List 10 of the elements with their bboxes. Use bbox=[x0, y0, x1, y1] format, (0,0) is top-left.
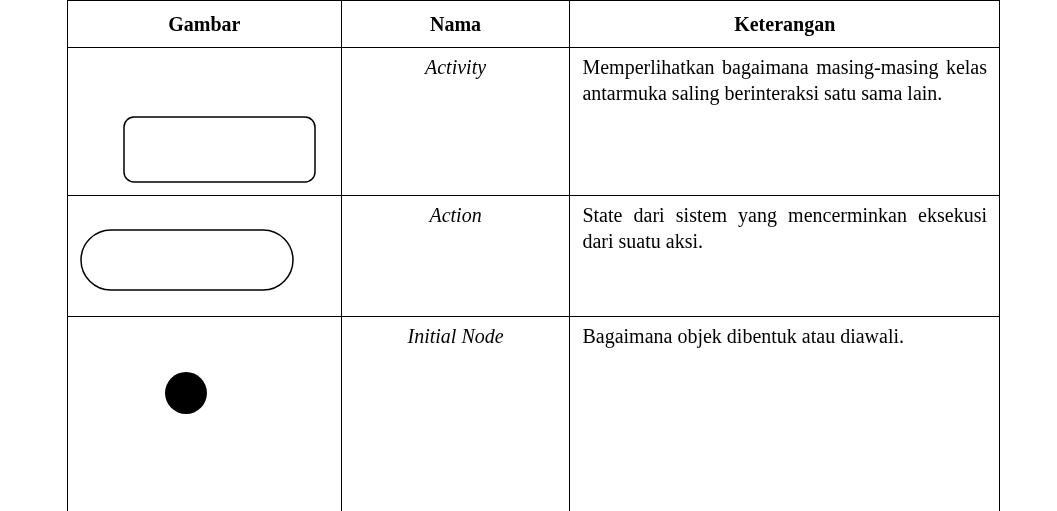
symbol-name: Action bbox=[341, 195, 570, 317]
activity-symbol bbox=[123, 116, 316, 183]
column-header: Keterangan bbox=[569, 0, 1000, 48]
description-text: Memperlihatkan bagaimana masing-masing kelas antarmuka saling berinteraksi satu sama lain. bbox=[569, 47, 1000, 196]
column-header: Gambar bbox=[67, 0, 342, 48]
action-symbol bbox=[80, 229, 294, 291]
symbol-name: Activity bbox=[341, 47, 570, 196]
initial-node-symbol bbox=[165, 372, 207, 414]
description-text: State dari sistem yang mencerminkan eksekusi dari suatu aksi. bbox=[569, 195, 1000, 317]
column-header: Nama bbox=[341, 0, 570, 48]
